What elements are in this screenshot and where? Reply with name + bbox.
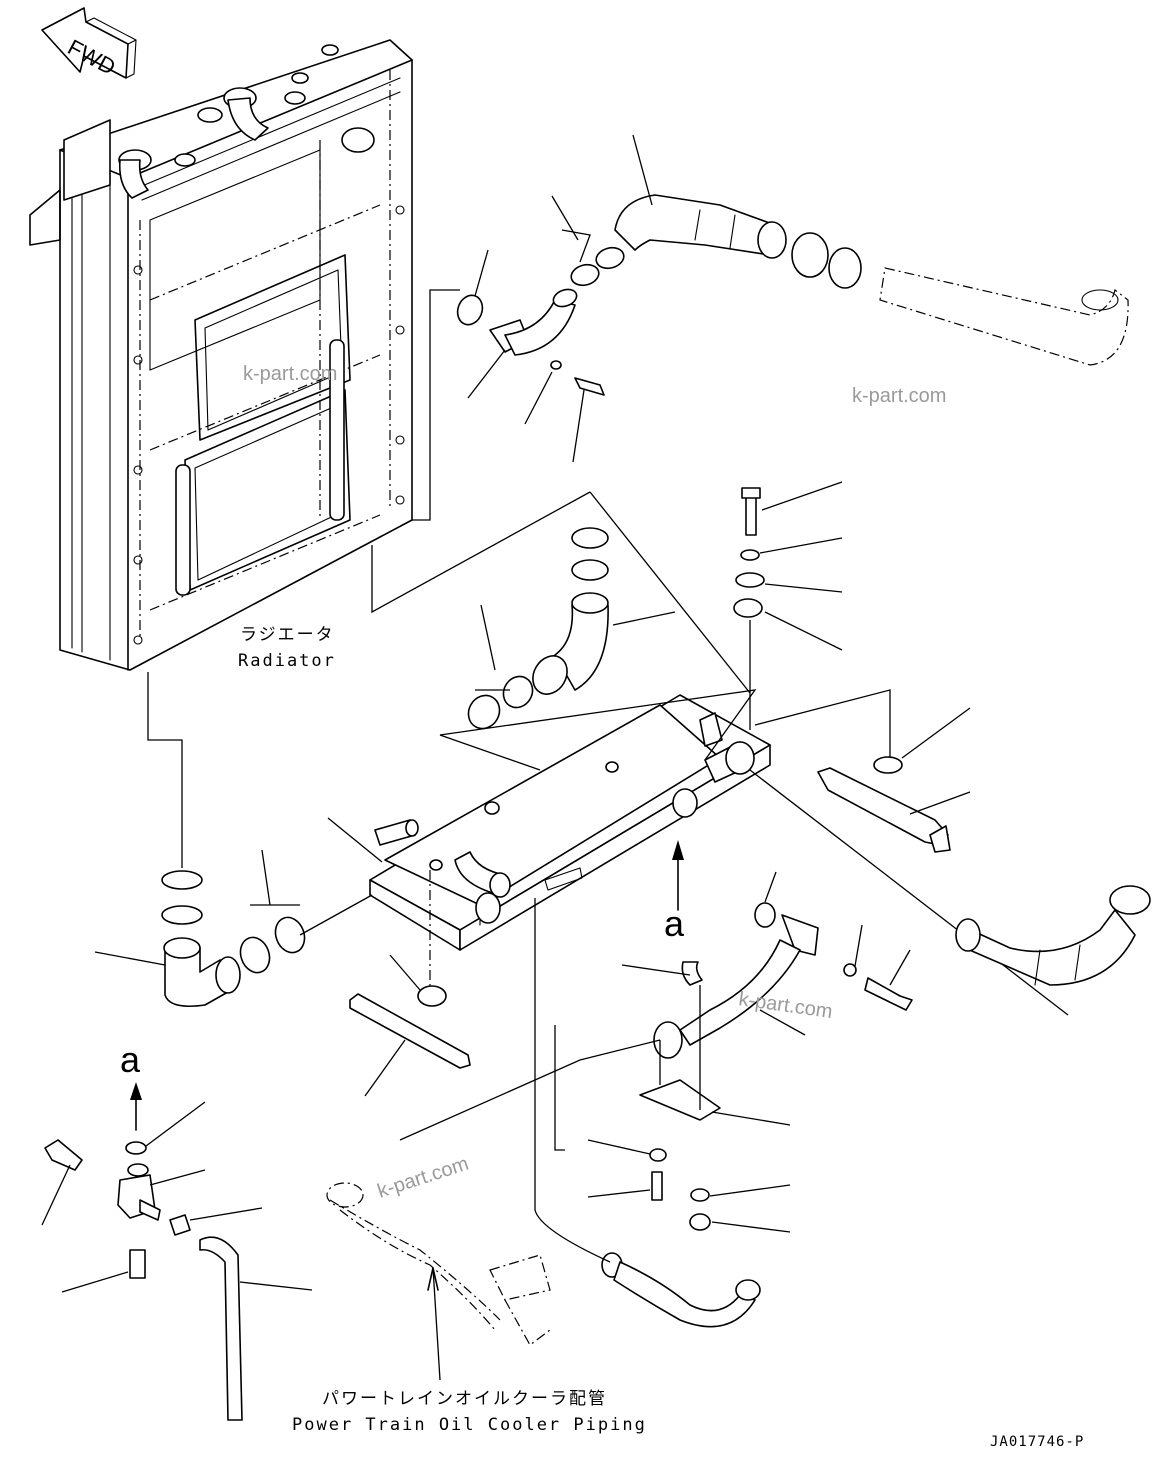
drawing-number: JA017746-P bbox=[990, 1434, 1084, 1450]
radiator-label-en: Radiator bbox=[238, 651, 336, 671]
radiator-assembly bbox=[29, 39, 413, 671]
radiator-label-jp: ラジエータ bbox=[240, 625, 335, 645]
view-a-label-center: a bbox=[664, 903, 685, 944]
arrow-up-icon bbox=[130, 1082, 142, 1131]
piping-label-en: Power Train Oil Cooler Piping bbox=[292, 1415, 647, 1435]
right-bracket bbox=[817, 756, 951, 853]
lower-left-fittings bbox=[44, 1082, 243, 1421]
right-pipe-group bbox=[653, 885, 1151, 1059]
watermark: k-part.com bbox=[375, 1153, 472, 1203]
watermark: k-part.com bbox=[243, 363, 337, 385]
view-a-label-left: a bbox=[120, 1039, 141, 1080]
watermark: k-part.com bbox=[737, 988, 834, 1023]
middle-hose-group bbox=[467, 527, 609, 730]
lower-middle-hose bbox=[601, 1252, 761, 1328]
left-lower-hose-group bbox=[161, 870, 306, 1008]
oil-cooler bbox=[369, 694, 771, 988]
mount-stack bbox=[733, 487, 765, 618]
fwd-arrow-icon: FWD bbox=[41, 7, 137, 80]
power-train-piping-phantom bbox=[326, 1182, 551, 1346]
lower-left-bracket bbox=[349, 985, 471, 1069]
watermark: k-part.com bbox=[852, 385, 946, 407]
piping-label-jp: パワートレインオイルクーラ配管 bbox=[322, 1389, 607, 1409]
fwd-label: FWD bbox=[64, 34, 120, 80]
upper-hose-group bbox=[456, 194, 1129, 396]
small-plate bbox=[639, 1079, 721, 1231]
arrow-up-icon bbox=[672, 840, 684, 911]
